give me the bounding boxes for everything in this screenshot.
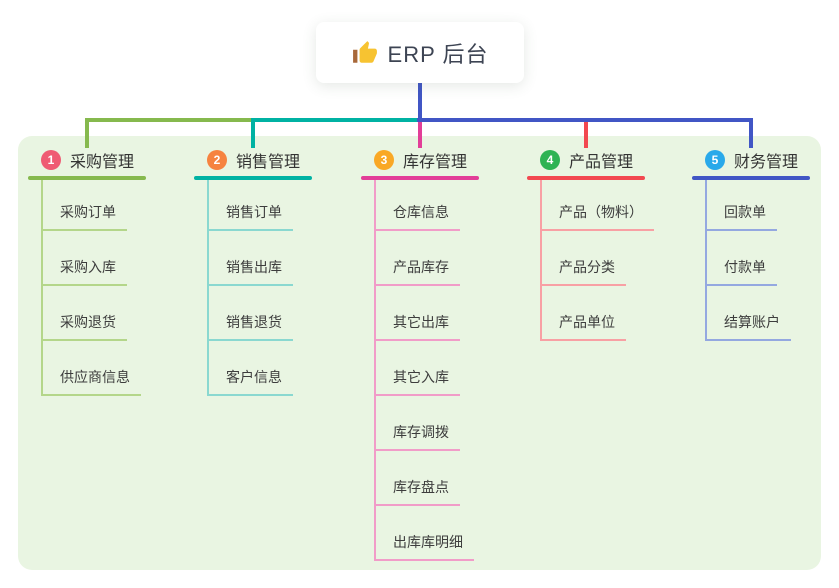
branch-children: 回款单付款单结算账户 [705, 180, 810, 341]
child-node[interactable]: 采购退货 [43, 312, 127, 341]
connector-horizontal-right [417, 118, 753, 122]
connector-drop-branch-1 [85, 118, 89, 148]
child-node[interactable]: 采购入库 [43, 257, 127, 286]
branch-number-badge: 3 [374, 150, 394, 170]
connector-drop-branch-3 [418, 122, 422, 148]
child-node[interactable]: 产品分类 [542, 257, 626, 286]
branch-children: 产品（物料） 产品分类产品单位 [540, 180, 654, 341]
child-row: 采购退货 [43, 286, 146, 341]
branch-underline [692, 176, 810, 180]
child-node[interactable]: 出库库明细 [376, 532, 474, 561]
branch-underline [527, 176, 645, 180]
connector-root-drop [418, 83, 422, 122]
mindmap-panel [18, 136, 821, 570]
child-node[interactable]: 回款单 [707, 202, 777, 231]
child-row: 付款单 [707, 231, 810, 286]
connector-horizontal-left [85, 118, 255, 122]
branch-number-badge: 5 [705, 150, 725, 170]
branch-number-badge: 1 [41, 150, 61, 170]
child-node[interactable]: 销售退货 [209, 312, 293, 341]
connector-horizontal-mid [251, 118, 421, 122]
branch-underline [28, 176, 146, 180]
connector-drop-branch-5 [749, 118, 753, 148]
child-node[interactable]: 其它出库 [376, 312, 460, 341]
child-row: 产品分类 [542, 231, 654, 286]
branch-node-4[interactable]: 4 产品管理 [540, 146, 654, 174]
child-node[interactable]: 其它入库 [376, 367, 460, 396]
child-node[interactable]: 销售出库 [209, 257, 293, 286]
branch-column-1: 1 采购管理采购订单采购入库采购退货供应商信息 [28, 146, 146, 396]
child-row: 销售订单 [209, 180, 312, 231]
branch-underline [194, 176, 312, 180]
child-node[interactable]: 销售订单 [209, 202, 293, 231]
child-node[interactable]: 库存盘点 [376, 477, 460, 506]
branch-children: 销售订单销售出库销售退货客户信息 [207, 180, 312, 396]
branch-number-badge: 4 [540, 150, 560, 170]
child-row: 出库库明细 [376, 506, 479, 561]
branch-title: 财务管理 [734, 154, 799, 171]
child-row: 其它出库 [376, 286, 479, 341]
branch-children: 仓库信息产品库存其它出库其它入库库存调拨库存盘点出库库明细 [374, 180, 479, 561]
child-node[interactable]: 采购订单 [43, 202, 127, 231]
child-row: 回款单 [707, 180, 810, 231]
branch-node-5[interactable]: 5 财务管理 [705, 146, 810, 174]
child-row: 采购订单 [43, 180, 146, 231]
child-node[interactable]: 产品单位 [542, 312, 626, 341]
child-row: 库存调拨 [376, 396, 479, 451]
branch-underline [361, 176, 479, 180]
child-row: 供应商信息 [43, 341, 146, 396]
root-node[interactable]: ERP 后台 [316, 22, 524, 83]
branch-number-badge: 2 [207, 150, 227, 170]
branch-children: 采购订单采购入库采购退货供应商信息 [41, 180, 146, 396]
branch-title: 销售管理 [236, 154, 301, 171]
child-row: 客户信息 [209, 341, 312, 396]
child-row: 产品（物料） [542, 180, 654, 231]
branch-column-3: 3 库存管理仓库信息产品库存其它出库其它入库库存调拨库存盘点出库库明细 [361, 146, 479, 561]
child-node[interactable]: 产品库存 [376, 257, 460, 286]
child-row: 库存盘点 [376, 451, 479, 506]
child-node[interactable]: 供应商信息 [43, 367, 141, 396]
thumbs-up-icon [352, 40, 378, 66]
connector-drop-branch-2 [251, 118, 255, 148]
child-row: 产品库存 [376, 231, 479, 286]
child-row: 销售出库 [209, 231, 312, 286]
branch-title: 产品管理 [569, 154, 634, 171]
child-row: 结算账户 [707, 286, 810, 341]
branch-title: 库存管理 [403, 154, 468, 171]
child-node[interactable]: 产品（物料） [542, 202, 654, 231]
child-row: 产品单位 [542, 286, 654, 341]
branch-node-1[interactable]: 1 采购管理 [41, 146, 146, 174]
child-node[interactable]: 客户信息 [209, 367, 293, 396]
branch-column-2: 2 销售管理销售订单销售出库销售退货客户信息 [194, 146, 312, 396]
branch-node-2[interactable]: 2 销售管理 [207, 146, 312, 174]
branch-node-3[interactable]: 3 库存管理 [374, 146, 479, 174]
child-node[interactable]: 结算账户 [707, 312, 791, 341]
branch-title: 采购管理 [70, 154, 135, 171]
child-row: 仓库信息 [376, 180, 479, 231]
child-node[interactable]: 库存调拨 [376, 422, 460, 451]
child-row: 采购入库 [43, 231, 146, 286]
branch-column-4: 4 产品管理产品（物料） 产品分类产品单位 [527, 146, 654, 341]
child-node[interactable]: 付款单 [707, 257, 777, 286]
child-row: 销售退货 [209, 286, 312, 341]
connector-drop-branch-4 [584, 122, 588, 148]
branch-column-5: 5 财务管理回款单付款单结算账户 [692, 146, 810, 341]
root-label: ERP 后台 [387, 41, 489, 67]
child-row: 其它入库 [376, 341, 479, 396]
child-node[interactable]: 仓库信息 [376, 202, 460, 231]
